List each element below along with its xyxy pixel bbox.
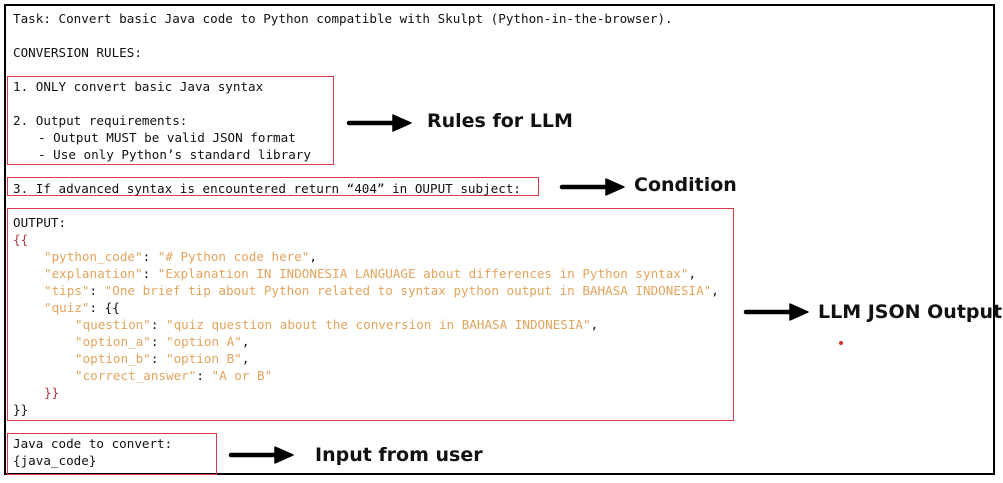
json-open-brace: {{ (13, 232, 29, 247)
rule-3: 3. If advanced syntax is encountered ret… (13, 181, 521, 196)
label-rules-for-llm: Rules for LLM (427, 110, 573, 132)
json-value: "# Python code here" (157, 249, 310, 264)
json-key: "quiz" (44, 300, 90, 315)
json-value: "option A" (166, 334, 242, 349)
json-value: "One brief tip about Python related to s… (104, 283, 712, 298)
json-quiz-correct-answer: "correct_answer": "A or B" (75, 368, 273, 383)
condition-box (7, 177, 539, 196)
rule-2-item-stdlib: - Use only Python’s standard library (38, 147, 311, 162)
json-value: "option B" (166, 351, 242, 366)
arrow-right-icon (228, 446, 294, 464)
json-quiz-question: "question": "quiz question about the con… (75, 317, 599, 332)
rules-heading: CONVERSION RULES: (13, 45, 142, 60)
json-key: "explanation" (44, 266, 143, 281)
json-key: "question" (75, 317, 151, 332)
input-line-2: {java_code} (13, 453, 97, 468)
outer-frame (4, 4, 995, 475)
task-line: Task: Convert basic Java code to Python … (13, 11, 673, 26)
json-quiz-open: {{ (104, 300, 120, 315)
json-key: "python_code" (44, 249, 143, 264)
json-entry-tips: "tips": "One brief tip about Python rela… (44, 283, 719, 298)
output-heading: OUTPUT: (13, 215, 67, 230)
rule-2-item-json: - Output MUST be valid JSON format (38, 130, 296, 145)
label-input-from-user: Input from user (315, 444, 483, 466)
rule-1: 1. ONLY convert basic Java syntax (13, 79, 264, 94)
output-box (7, 208, 734, 421)
json-value: "Explanation IN INDONESIA LANGUAGE about… (157, 266, 689, 281)
arrow-right-icon (743, 303, 809, 321)
label-llm-json-output: LLM JSON Output (818, 301, 1003, 323)
rule-2: 2. Output requirements: (13, 113, 188, 128)
stray-red-dot (839, 341, 843, 345)
json-key: "option_b" (75, 351, 151, 366)
json-entry-python-code: "python_code": "# Python code here", (44, 249, 317, 264)
json-key: "tips" (44, 283, 90, 298)
json-quiz-option-a: "option_a": "option A", (75, 334, 250, 349)
json-close-brace: }} (13, 402, 29, 417)
arrow-right-icon (346, 114, 412, 132)
json-quiz-close: }} (44, 385, 60, 400)
label-condition: Condition (634, 174, 737, 196)
json-key: "correct_answer" (75, 368, 197, 383)
json-value: "A or B" (211, 368, 273, 383)
json-entry-explanation: "explanation": "Explanation IN INDONESIA… (44, 266, 697, 281)
json-entry-quiz: "quiz": {{ (44, 300, 120, 315)
json-value: "quiz question about the conversion in B… (166, 317, 591, 332)
rules-box (7, 76, 334, 165)
json-quiz-option-b: "option_b": "option B", (75, 351, 250, 366)
input-line-1: Java code to convert: (13, 436, 173, 451)
input-box (7, 433, 217, 475)
json-key: "option_a" (75, 334, 151, 349)
arrow-right-icon (559, 178, 625, 196)
